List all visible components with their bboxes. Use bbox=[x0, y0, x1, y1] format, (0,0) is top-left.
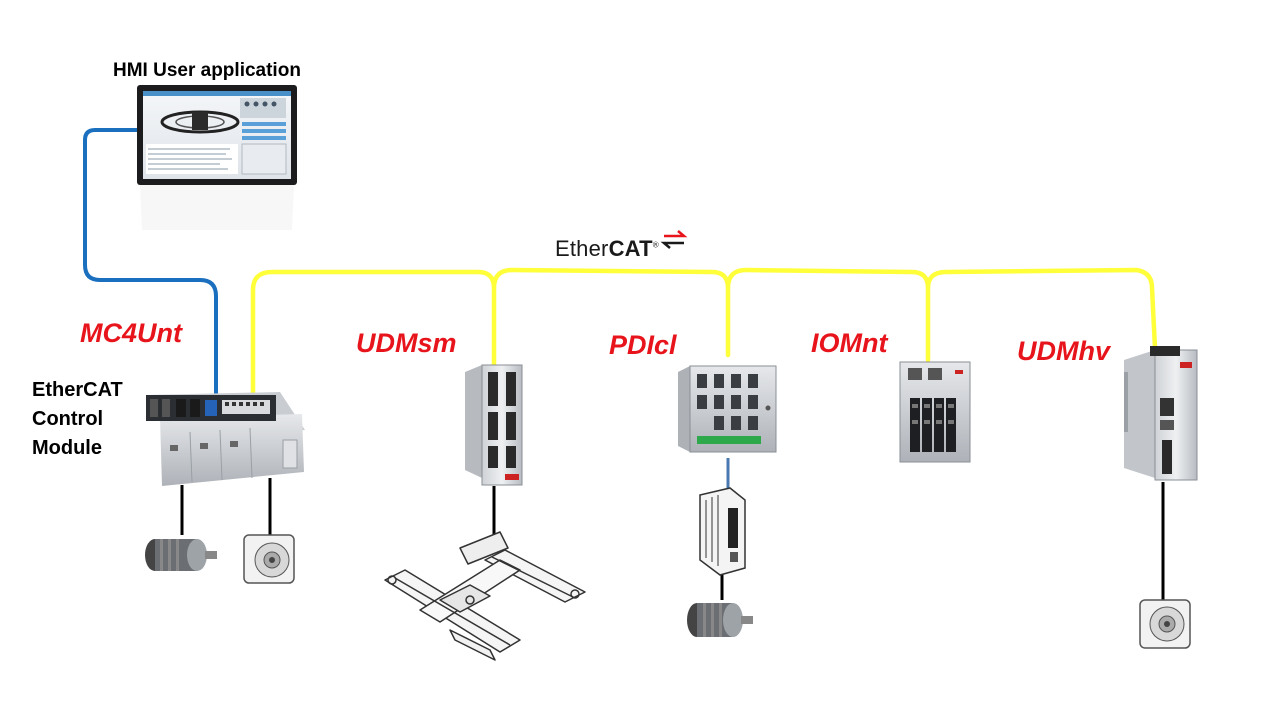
hmi-cable bbox=[83, 128, 218, 395]
io-module-icon bbox=[899, 361, 971, 463]
drive-module-icon bbox=[465, 364, 523, 486]
ethercat-arrows-icon bbox=[660, 230, 688, 249]
dc-motor-icon bbox=[145, 539, 217, 571]
ethercat-logo-bold: CAT bbox=[608, 236, 653, 261]
pdi-module-icon bbox=[678, 365, 777, 453]
gantry-stage-icon bbox=[384, 531, 586, 661]
servo-motor-icon bbox=[243, 534, 295, 584]
controller-description-line-1: EtherCAT bbox=[32, 379, 123, 401]
controller-label: MC4Unt bbox=[80, 318, 182, 348]
dc-motor-icon bbox=[687, 603, 753, 637]
ethercat-logo-light: Ether bbox=[555, 236, 609, 261]
module-label-udmsm: UDMsm bbox=[356, 328, 457, 358]
module-label-pdicl: PDIcl bbox=[609, 330, 677, 360]
controller-description: EtherCAT Control Module bbox=[32, 376, 123, 463]
module-label-udmhv: UDMhv bbox=[1017, 336, 1110, 366]
amplifier-icon bbox=[699, 487, 746, 576]
ethercat-bus bbox=[250, 267, 1158, 398]
ethercat-logo: EtherCAT® bbox=[555, 236, 659, 262]
ethercat-logo-reg: ® bbox=[652, 240, 659, 250]
hv-drive-module-icon bbox=[1124, 346, 1198, 481]
servo-motor-icon bbox=[1139, 599, 1191, 649]
controller-rack-icon bbox=[146, 392, 305, 486]
hmi-panel-icon bbox=[137, 85, 297, 230]
controller-description-line-2: Control bbox=[32, 408, 104, 430]
hmi-title: HMI User application bbox=[113, 60, 301, 81]
module-label-iomnt: IOMnt bbox=[811, 328, 888, 358]
controller-description-line-3: Module bbox=[32, 437, 102, 459]
